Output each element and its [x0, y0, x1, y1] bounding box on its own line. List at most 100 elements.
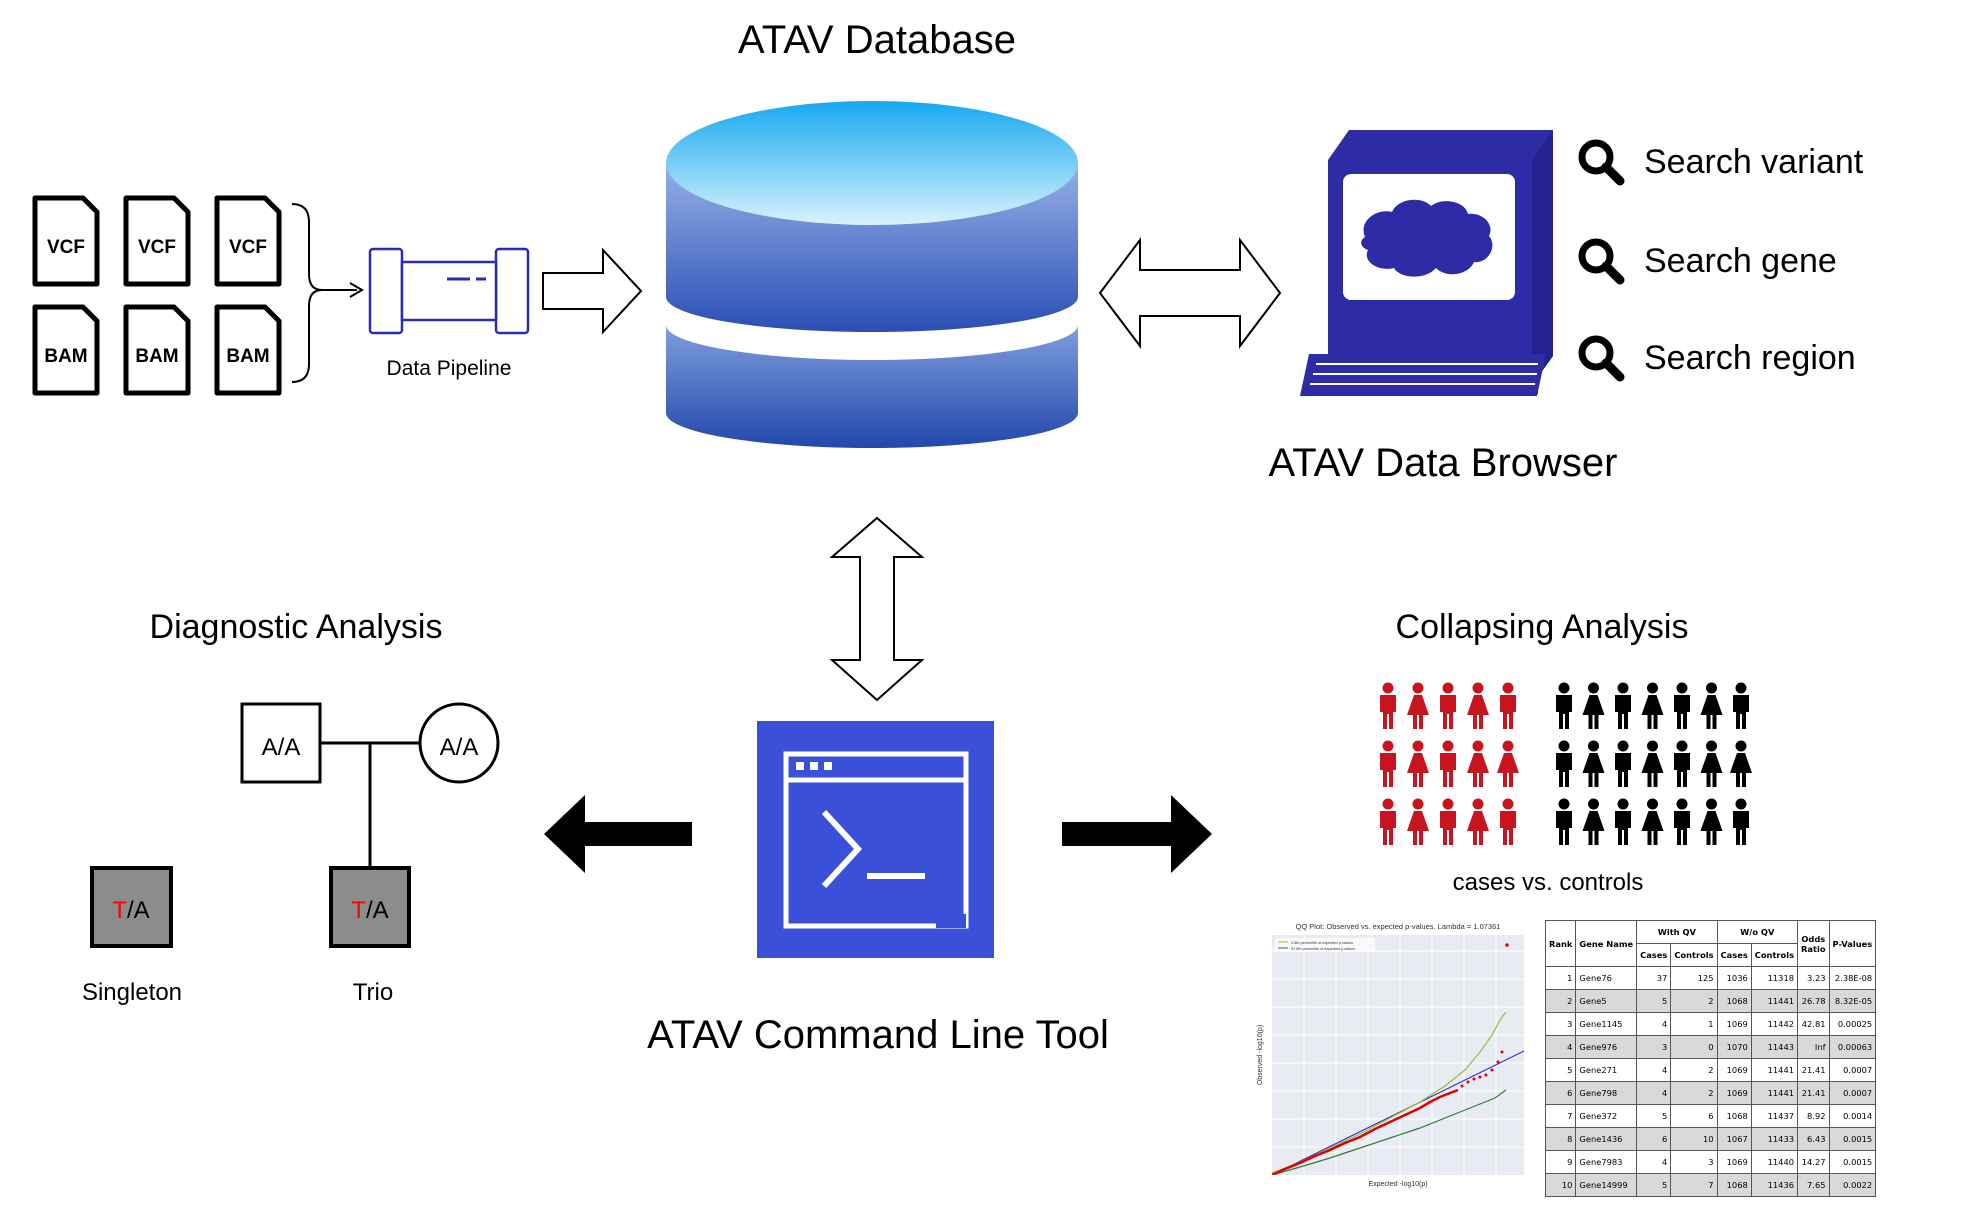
table-cell: 4	[1636, 1012, 1672, 1036]
table-cell: 11436	[1750, 1173, 1799, 1197]
table-cell: 10	[1670, 1127, 1718, 1151]
person-icon	[1700, 740, 1723, 787]
table-cell: 5	[1636, 989, 1672, 1013]
mother-circle: A/A	[418, 702, 500, 784]
father-square: A/A	[240, 702, 322, 784]
cases-vs-controls-label: cases vs. controls	[1453, 869, 1644, 896]
table-cell: 7	[1544, 1104, 1577, 1128]
table-cell: 1	[1670, 1012, 1718, 1036]
table-cell: Gene14999	[1575, 1173, 1638, 1197]
table-cell: 5	[1636, 1104, 1672, 1128]
table-cell: 6	[1636, 1127, 1672, 1151]
table-cell: 11433	[1750, 1127, 1799, 1151]
vcf-file-icon: VCF	[217, 198, 279, 284]
table-cell: Gene5	[1575, 989, 1638, 1013]
cli-to-diagnostic-arrow	[544, 795, 692, 873]
table-cell: 5	[1636, 1173, 1672, 1197]
grouping-brace	[291, 203, 323, 383]
svg-text:2.5th percentile of expected p: 2.5th percentile of expected p-values	[1291, 941, 1353, 945]
person-icon	[1500, 798, 1516, 845]
person-icon	[1556, 798, 1572, 845]
person-icon	[1641, 682, 1664, 729]
computer-icon	[1300, 130, 1553, 396]
table-cell: 11441	[1750, 1058, 1799, 1082]
qq-expected-line	[1272, 1050, 1524, 1175]
table-cell: 125	[1670, 966, 1718, 990]
table-cell: 6.43	[1797, 1127, 1830, 1151]
table-cell: Gene271	[1575, 1058, 1638, 1082]
svg-text:BAM: BAM	[135, 346, 178, 367]
search-gene-item[interactable]: Search gene	[1582, 242, 1837, 280]
table-cell: 2.38E-08	[1828, 966, 1877, 990]
svg-text:VCF: VCF	[138, 237, 176, 258]
col-pvalue: P-Values	[1828, 920, 1877, 967]
table-cell: 0.0014	[1828, 1104, 1877, 1128]
pipeline-icon	[368, 247, 530, 335]
table-cell: 1068	[1716, 1104, 1752, 1128]
affected-child-square: T/A	[329, 866, 411, 948]
search-variant-item[interactable]: Search variant	[1582, 143, 1864, 181]
table-cell: 6	[1544, 1081, 1577, 1105]
table-cell: Gene1436	[1575, 1127, 1638, 1151]
qq-title: QQ Plot: Observed vs. expected p-values.…	[1296, 922, 1501, 931]
table-cell: 1069	[1716, 1058, 1752, 1082]
table-cell: 1036	[1716, 966, 1752, 990]
table-cell: 5	[1544, 1058, 1577, 1082]
svg-text:T/A: T/A	[351, 897, 388, 924]
pipeline-to-db-arrow	[542, 247, 643, 335]
person-icon	[1582, 740, 1605, 787]
person-icon	[1467, 798, 1489, 845]
table-cell: Gene976	[1575, 1035, 1638, 1059]
database-icon	[666, 101, 1078, 448]
person-icon	[1700, 682, 1723, 729]
singleton-label: Singleton	[82, 979, 182, 1006]
person-icon	[1500, 682, 1516, 729]
person-icon	[1674, 798, 1690, 845]
table-cell: 9	[1544, 1150, 1577, 1174]
person-icon	[1407, 740, 1429, 787]
table-cell: 1069	[1716, 1012, 1752, 1036]
cli-to-collapsing-arrow	[1062, 795, 1212, 873]
table-cell: 0.00025	[1828, 1012, 1877, 1036]
svg-text:Search region: Search region	[1644, 339, 1856, 377]
table-cell: Gene798	[1575, 1081, 1638, 1105]
table-cell: 21.41	[1797, 1081, 1830, 1105]
table-cell: 0.0022	[1828, 1173, 1877, 1197]
search-icon	[1582, 143, 1620, 181]
person-icon	[1674, 740, 1690, 787]
table-cell: 4	[1636, 1058, 1672, 1082]
svg-text:BAM: BAM	[44, 346, 87, 367]
brace-arrow	[322, 282, 364, 298]
table-cell: 11441	[1750, 989, 1799, 1013]
table-cell: 2	[1544, 989, 1577, 1013]
cases-people-grid	[1380, 682, 1519, 845]
col-cases: Cases	[1716, 943, 1752, 967]
person-icon	[1467, 682, 1489, 729]
person-icon	[1700, 798, 1723, 845]
person-icon	[1440, 682, 1456, 729]
gene-results-table: Rank Gene Name With QV W/o QV Odds Ratio…	[1544, 920, 1877, 1197]
svg-text:BAM: BAM	[226, 346, 269, 367]
table-cell: 1068	[1716, 989, 1752, 1013]
svg-text:A/A: A/A	[440, 734, 479, 761]
qq-upper-ci	[1272, 1011, 1507, 1174]
table-cell: 11443	[1750, 1035, 1799, 1059]
table-cell: 4	[1636, 1150, 1672, 1174]
person-icon	[1615, 740, 1631, 787]
svg-text:VCF: VCF	[47, 237, 85, 258]
qq-lower-ci	[1272, 1089, 1507, 1175]
person-icon	[1497, 740, 1519, 787]
person-icon	[1407, 798, 1429, 845]
table-cell: 0.00063	[1828, 1035, 1877, 1059]
table-cell: Inf	[1797, 1035, 1830, 1059]
terminal-icon	[757, 721, 994, 958]
table-cell: 8.92	[1797, 1104, 1830, 1128]
person-icon	[1615, 798, 1631, 845]
table-cell: Gene76	[1575, 966, 1638, 990]
search-region-item[interactable]: Search region	[1582, 339, 1856, 377]
table-cell: 1068	[1716, 1173, 1752, 1197]
